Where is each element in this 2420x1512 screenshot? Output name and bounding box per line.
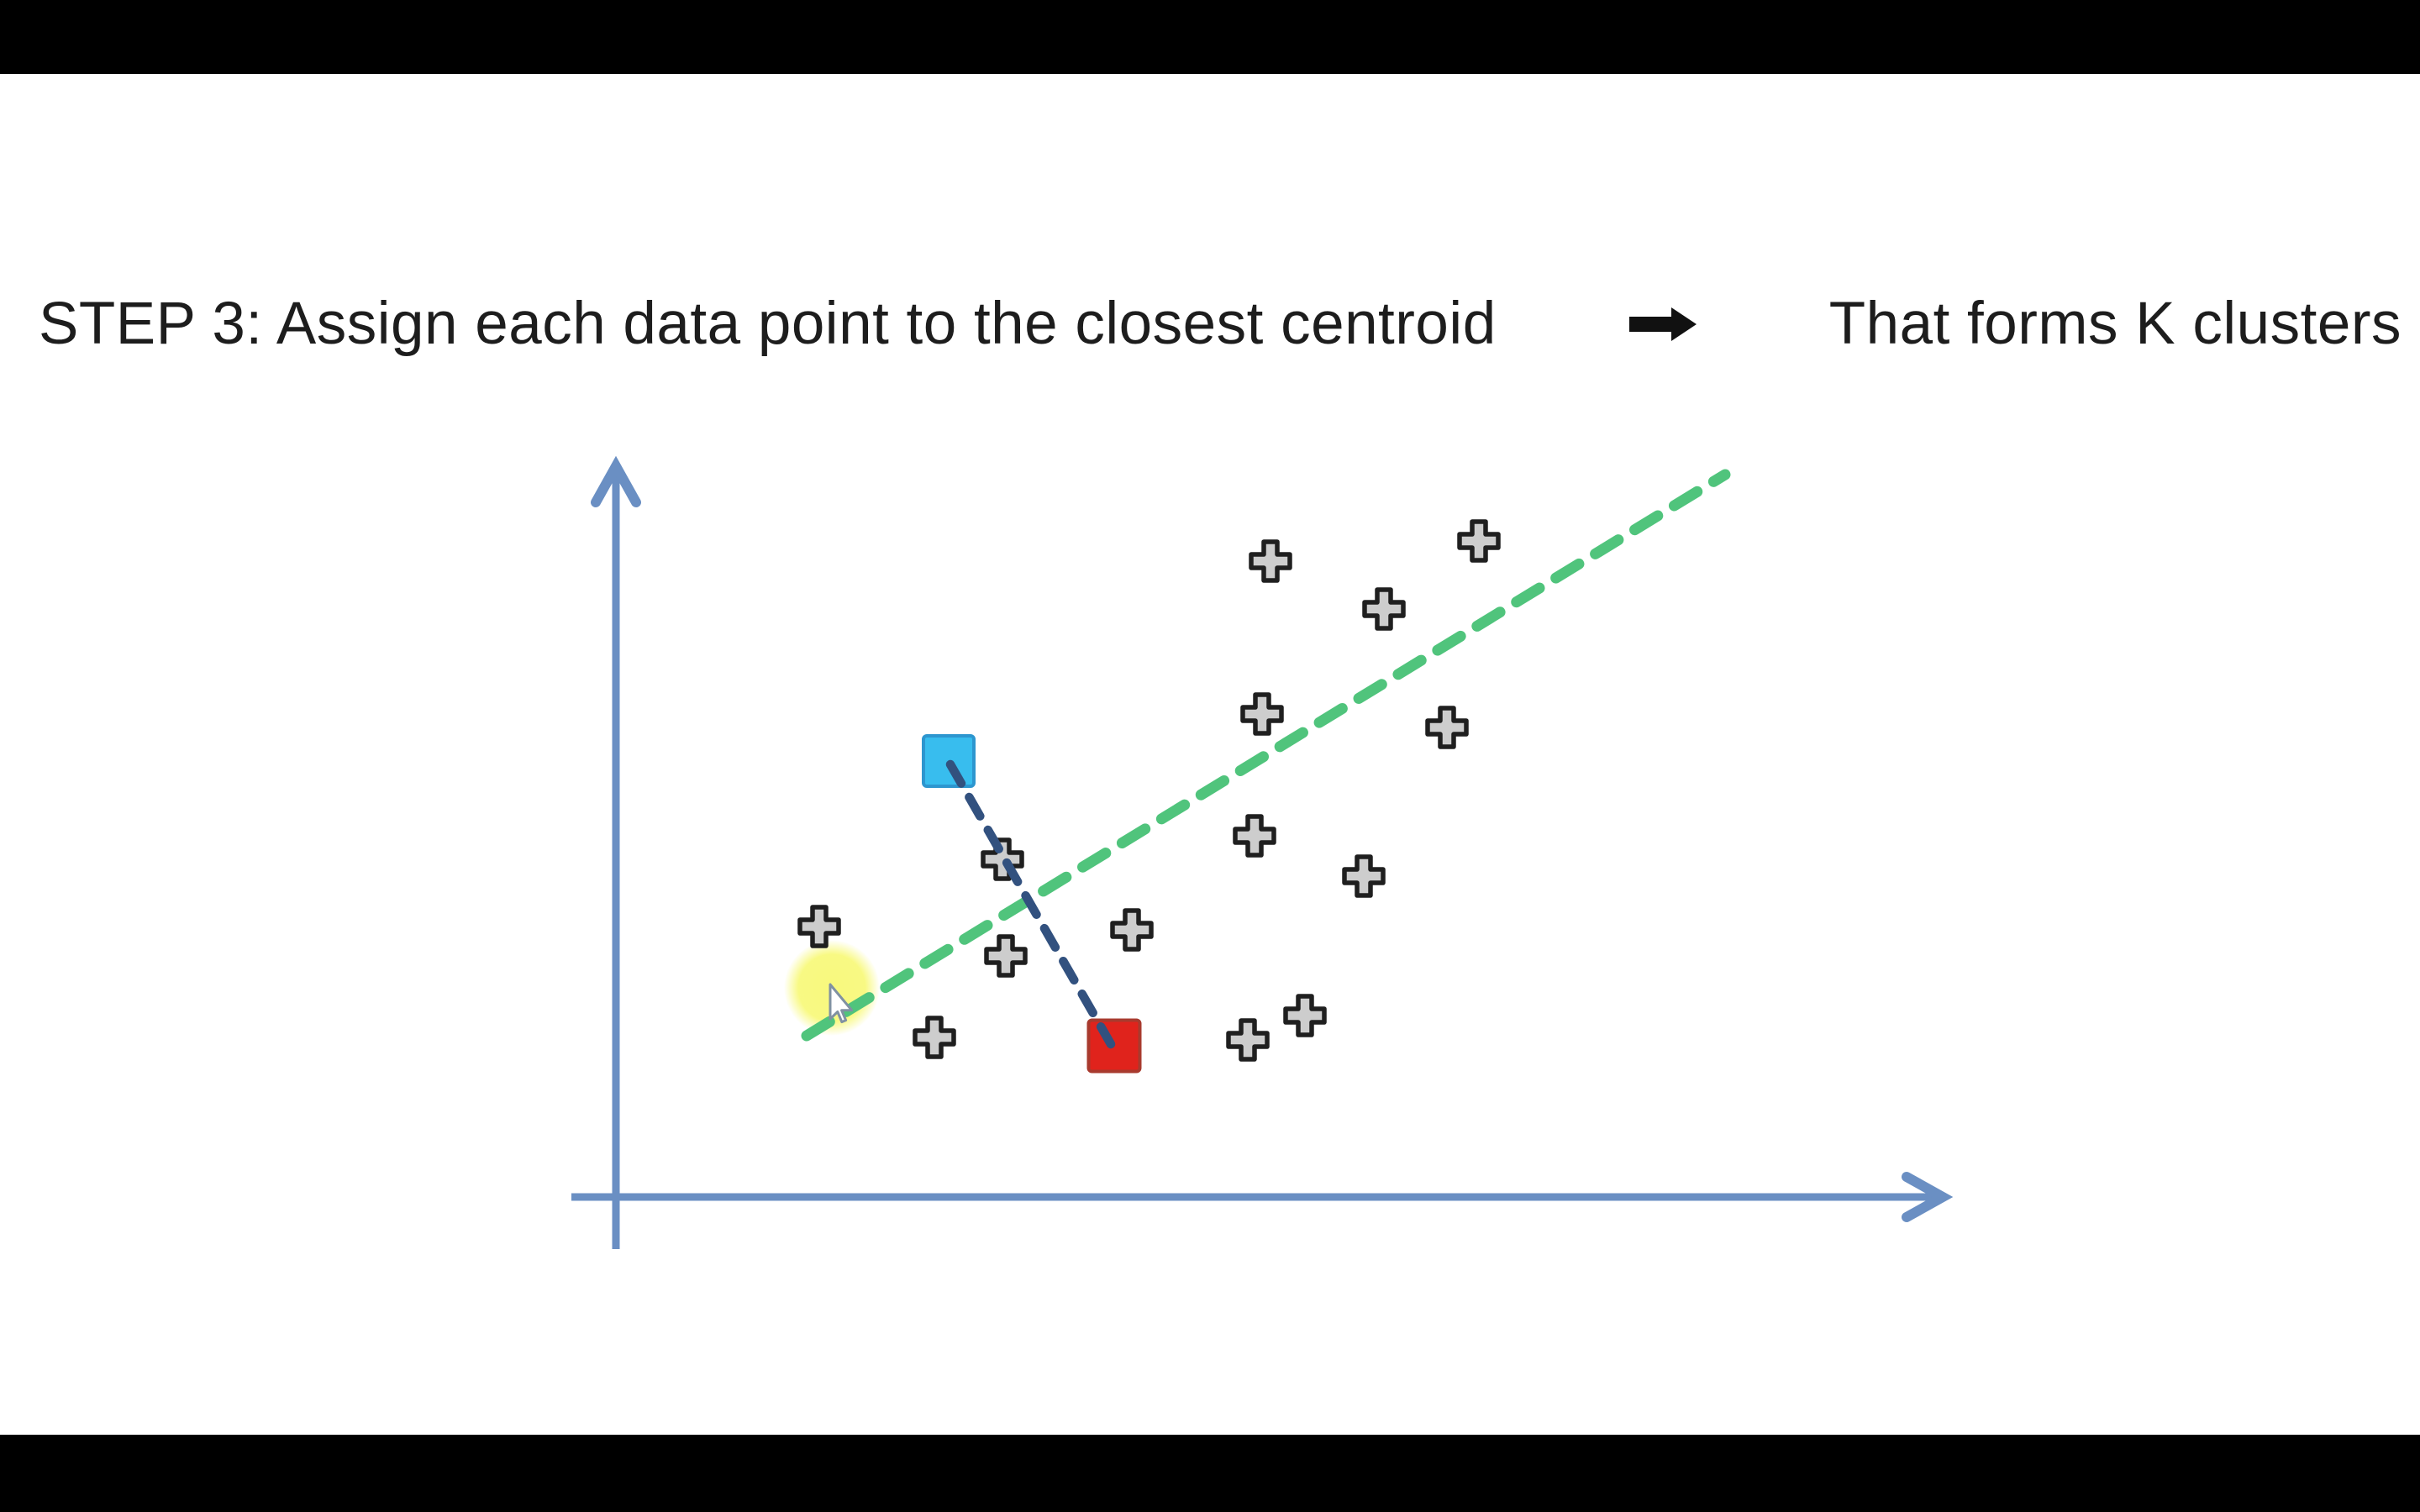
slide-title: STEP 3: Assign each data point to the cl… <box>39 290 2402 358</box>
data-point-plus <box>1457 519 1501 563</box>
data-point-plus <box>1226 1018 1270 1062</box>
title-result-text: That forms K clusters <box>1828 291 2402 357</box>
data-point-plus <box>1283 994 1327 1037</box>
data-point-plus <box>913 1016 956 1059</box>
mouse-cursor <box>829 983 854 1024</box>
data-point-plus <box>1425 706 1469 749</box>
letterbox-top <box>0 0 2420 74</box>
data-point-plus <box>1362 587 1406 631</box>
distance-line <box>945 759 1116 1049</box>
slide: STEP 3: Assign each data point to the cl… <box>0 74 2420 1435</box>
data-point-plus <box>1233 814 1276 858</box>
data-point-plus <box>1342 854 1386 898</box>
data-point-plus <box>1249 539 1292 583</box>
x-axis-arrowhead-icon <box>1902 1172 1954 1222</box>
data-point-plus <box>1240 692 1284 736</box>
letterbox-bottom <box>0 1435 2420 1512</box>
data-point-plus <box>981 837 1024 881</box>
data-point-plus <box>1110 908 1154 952</box>
cluster-boundary-line <box>801 469 1731 1042</box>
y-axis-arrowhead-icon <box>591 455 641 507</box>
title-step-text: STEP 3: Assign each data point to the cl… <box>39 291 1497 357</box>
data-point-plus <box>797 905 841 948</box>
right-arrow-icon <box>1628 307 1698 342</box>
data-point-plus <box>984 934 1028 978</box>
